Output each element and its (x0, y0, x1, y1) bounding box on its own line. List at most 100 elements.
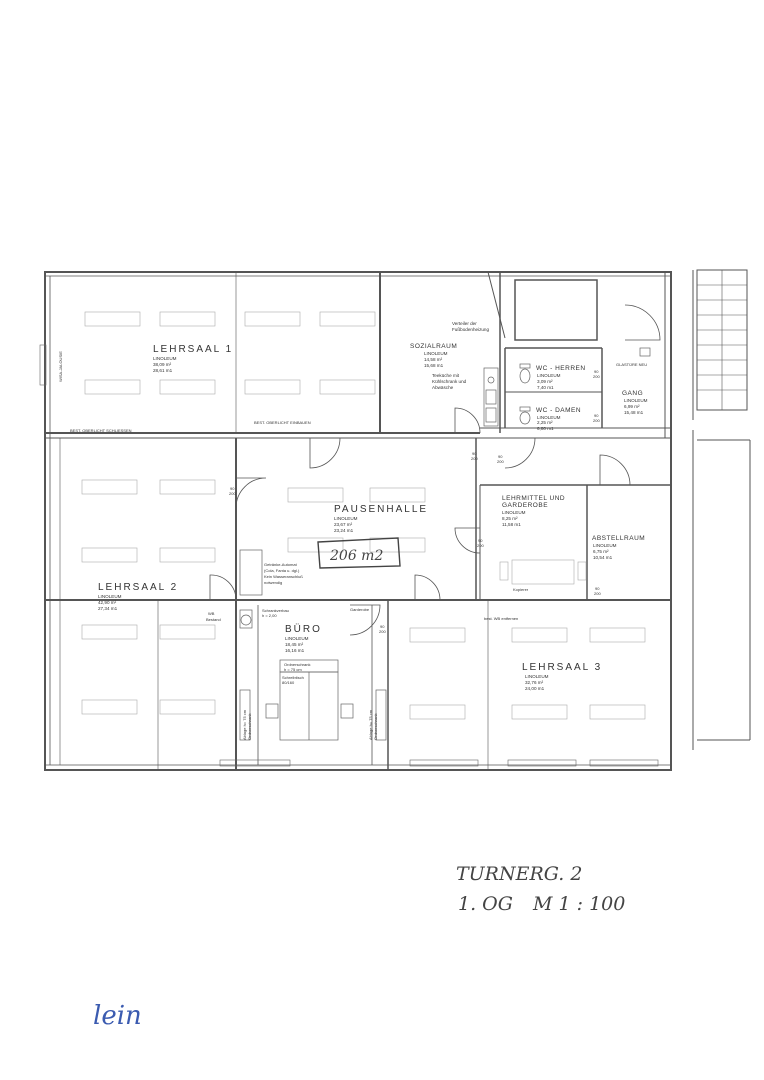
room-perimeter: 23,24 m1 (334, 528, 354, 533)
floor-type: LINOLEUM (624, 398, 648, 403)
room-note: Kühlschrank und (432, 379, 467, 384)
room-lehrsaal-2: LEHRSAAL 2 LINOLEUM 42,90 m² 27,34 m1 (98, 582, 178, 611)
note-jalousie: WISA-JALOUSIE (58, 351, 63, 382)
signature-text: lein (93, 1001, 142, 1031)
door-width: 90 (380, 624, 385, 629)
room-perimeter: 27,34 m1 (98, 606, 118, 611)
room-area: 42,90 m² (98, 600, 117, 605)
room-area: 6,75 m² (593, 549, 609, 554)
fixtures (239, 347, 651, 741)
note-ablage-left: Ablage h= 75 cm (242, 709, 247, 740)
note-ablage-right: Ablage h= 75 cm (368, 709, 373, 740)
note-ordnerschrank: h = 75 cm (284, 667, 302, 672)
handwritten-title-block: TURNERG. 2 1. OG M 1 : 100 (456, 863, 625, 915)
handwritten-address: TURNERG. 2 (456, 863, 582, 885)
door-height: 200 (229, 491, 236, 496)
floor-type: LINOLEUM (502, 510, 526, 515)
room-perimeter: 11,58 m1 (502, 522, 521, 527)
desks (81, 311, 646, 720)
door-height: 200 (497, 459, 504, 464)
door-width: 90 (594, 369, 599, 374)
room-area: 14,58 m² (424, 357, 443, 362)
room-note: Teeküche mit (432, 373, 460, 378)
note-ablage-left: Ordnerschrank (247, 714, 252, 740)
windows (39, 320, 659, 767)
door-width: 90 (478, 538, 483, 543)
room-lehrsaal-1: LEHRSAAL 1 LINOLEUM 38,09 m² 28,61 m1 (153, 344, 233, 373)
floor-type: LINOLEUM (153, 356, 177, 361)
floor-type: LINOLEUM (424, 351, 448, 356)
floor-type: LINOLEUM (537, 415, 561, 420)
room-name: WC - HERREN (536, 365, 586, 372)
room-area: 8,25 m² (502, 516, 518, 521)
note-schrankverbau: Schrankverbau (262, 608, 289, 613)
floor-type: LINOLEUM (593, 543, 617, 548)
note-kopierer: Kopierer (513, 587, 529, 592)
note-verteiler: Fußbodenheizung (452, 327, 489, 332)
room-sozialraum: SOZIALRAUM LINOLEUM 14,58 m² 15,68 m1 Te… (410, 343, 467, 390)
room-abstellraum: ABSTELLRAUM LINOLEUM 6,75 m² 10,54 m1 (592, 535, 645, 560)
room-pausenhalle: PAUSENHALLE LINOLEUM 23,67 m² 23,24 m1 (334, 504, 428, 533)
door-height: 200 (593, 374, 600, 379)
room-name: LEHRSAAL 1 (153, 344, 233, 355)
room-name: WC - DAMEN (536, 407, 581, 414)
room-perimeter: 16,16 m1 (285, 648, 305, 653)
walls (44, 269, 751, 771)
room-name: LEHRSAAL 3 (522, 662, 602, 673)
door-height: 200 (379, 629, 386, 634)
note-wb-entfernen: best. WB entfernen (484, 616, 518, 621)
note-glastuere: GLASTÜRE NEU (616, 362, 647, 367)
room-name: LEHRSAAL 2 (98, 582, 178, 593)
floor-type: LINOLEUM (98, 594, 122, 599)
room-perimeter: 10,54 m1 (593, 555, 613, 560)
door-width: 90 (472, 451, 477, 456)
room-perimeter: 15,48 m1 (624, 410, 644, 415)
sink-icon (487, 376, 495, 384)
room-name: BÜRO (285, 623, 322, 635)
note-ablage-right: Ordnerschrank (373, 714, 378, 740)
room-name: GANG (622, 390, 643, 397)
room-gang: GANG LINOLEUM 6,99 m² 15,48 m1 (622, 390, 648, 415)
door-height: 200 (594, 591, 601, 596)
note-getraenke: Kein Wasseranschluß (264, 574, 303, 579)
room-perimeter: 6,80 m1 (537, 426, 554, 431)
note-schrankverbau: h = 2,00 (262, 613, 277, 618)
note-oberlicht-schliessen: BEST. OBERLICHT SCHLIESSEN (70, 428, 132, 433)
room-perimeter: 28,61 m1 (153, 368, 173, 373)
note-schreibtisch: Schreibtisch (282, 675, 304, 680)
room-name: LEHRMITTEL UND (502, 495, 565, 502)
door-width: 90 (498, 454, 503, 459)
handwritten-scale: M 1 : 100 (532, 893, 625, 915)
note-ordnerschrank: Ordnerschrank (284, 662, 310, 667)
room-perimeter: 15,68 m1 (424, 363, 444, 368)
room-note: Abwäsche (432, 385, 454, 390)
handwritten-area-box: 206 m2 (317, 537, 401, 569)
room-lehrmittel-garderobe: LEHRMITTEL UND GARDEROBE LINOLEUM 8,25 m… (502, 495, 565, 527)
note-getraenke: (Cola, Fanta u. dgl.) (264, 568, 300, 573)
handwritten-area: 206 m2 (329, 548, 383, 564)
door-width: 90 (230, 486, 235, 491)
room-area: 32,76 m² (525, 680, 544, 685)
door-height: 200 (477, 543, 484, 548)
signature: lein (93, 1001, 142, 1031)
room-name: PAUSENHALLE (334, 504, 428, 515)
doors (209, 304, 661, 636)
room-perimeter: 7,40 m1 (537, 385, 554, 390)
floor-type: LINOLEUM (537, 373, 561, 378)
floor-type: LINOLEUM (525, 674, 549, 679)
door-width: 90 (594, 413, 599, 418)
room-area: 38,09 m² (153, 362, 172, 367)
room-name: ABSTELLRAUM (592, 535, 645, 542)
room-name: GARDEROBE (502, 502, 548, 509)
note-wb-bestand: WB (208, 611, 215, 616)
room-area: 23,67 m² (334, 522, 353, 527)
note-verteiler: Verteiler der (452, 321, 477, 326)
toilet-icon (519, 411, 531, 425)
note-oberlicht-einbauen: BEST. OBERLICHT EINBAUEN (254, 420, 311, 425)
door-height: 200 (593, 418, 600, 423)
room-area: 2,25 m² (537, 420, 553, 425)
toilet-icon (519, 368, 531, 384)
room-area: 18,45 m² (285, 642, 304, 647)
